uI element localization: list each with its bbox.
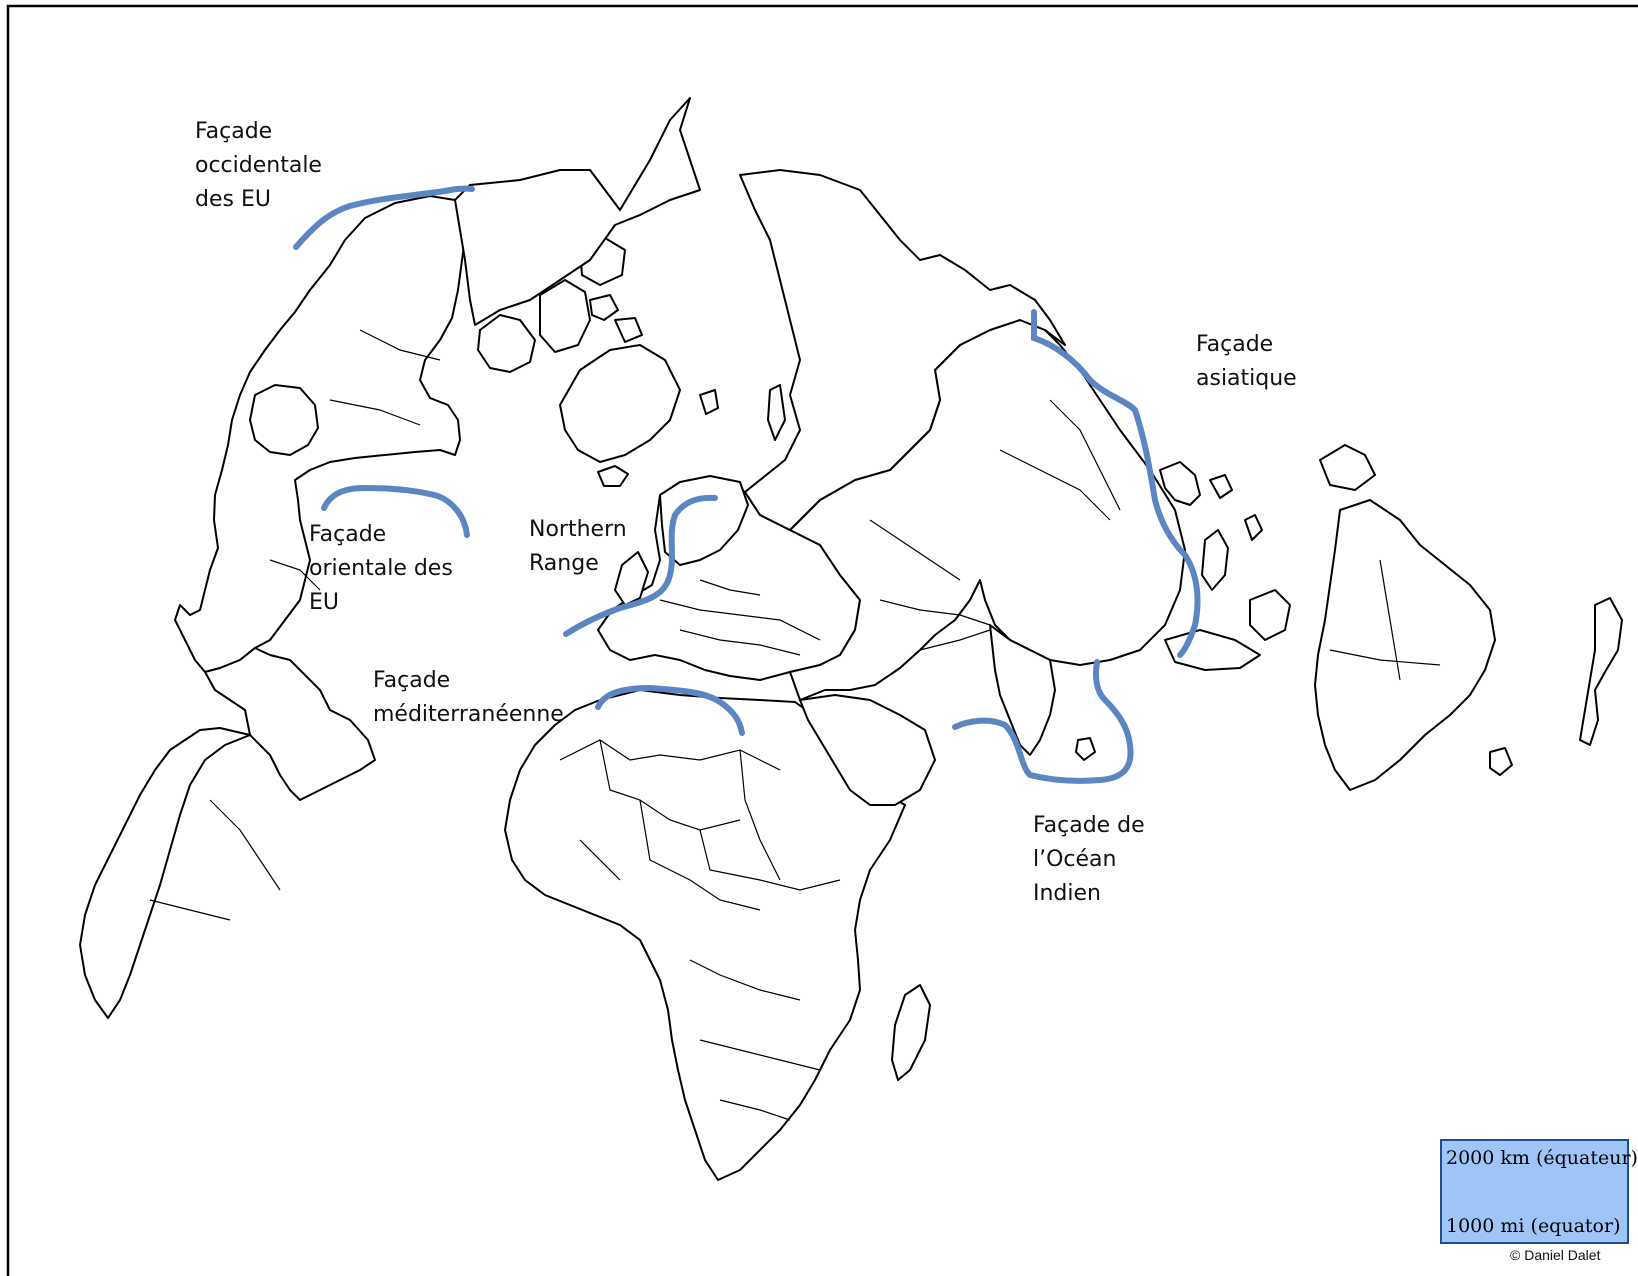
- facade-line-ocean-indien: [952, 659, 1134, 784]
- svalbard-landmass: [699, 389, 719, 415]
- great-britain-landmass: [614, 551, 649, 606]
- scandinavia-landmass: [659, 475, 749, 566]
- new-zealand-landmass: [1579, 597, 1623, 746]
- canadian-island-small: [614, 317, 643, 343]
- label-facade-mediterraneenne: Façade méditerranéenne: [373, 668, 564, 727]
- label-facade-occidentale-eu: Façade occidentale des EU: [195, 119, 322, 212]
- label-facade-asiatique: Façade asiatique: [1196, 332, 1297, 391]
- facade-line-asiatique: [1031, 309, 1201, 658]
- facade-line-mediterraneenne: [595, 684, 745, 736]
- facade-line-northern-range: [563, 494, 718, 637]
- copyright-credit: © Daniel Dalet: [1510, 1247, 1601, 1263]
- greenland-landmass: [559, 344, 681, 463]
- philippines-landmass: [1201, 529, 1229, 591]
- tasmania-landmass: [1489, 747, 1513, 776]
- taiwan-landmass: [1244, 514, 1263, 541]
- indian-subcontinent: [989, 624, 1056, 756]
- country-borders: [149, 329, 1441, 1121]
- canadian-island-small: [589, 294, 619, 321]
- south-america-landmass: [79, 727, 251, 1019]
- arctic-archipelago: [477, 314, 536, 373]
- label-facade-ocean-indien: Façade de l’Océan Indien: [1033, 813, 1145, 906]
- label-northern-range: Northern Range: [529, 517, 627, 576]
- label-facade-orientale-eu: Façade orientale des EU: [309, 522, 453, 615]
- borneo-landmass: [1249, 589, 1291, 641]
- australia-landmass: [1314, 499, 1496, 791]
- indonesia-landmass: [1164, 629, 1261, 671]
- novaya-zemlya: [767, 384, 786, 441]
- legend-mi-label: 1000 mi (equator): [1446, 1215, 1621, 1237]
- new-guinea-landmass: [1319, 444, 1376, 491]
- map-border: [6, 4, 1638, 1276]
- iceland-landmass: [597, 465, 629, 487]
- baffin-island: [539, 279, 591, 353]
- hudson-bay: [249, 384, 319, 456]
- arabian-peninsula: [799, 694, 936, 806]
- sri-lanka-landmass: [1075, 737, 1096, 761]
- japan-islands: [1209, 474, 1233, 499]
- facade-line-occidentale-eu: [293, 185, 475, 250]
- madagascar-landmass: [891, 984, 931, 1081]
- landmasses: [79, 97, 1623, 1181]
- central-america: [204, 647, 376, 801]
- facade-line-orientale-eu: [321, 484, 470, 538]
- legend-km-label: 2000 km (équateur): [1446, 1147, 1638, 1169]
- japan-landmass: [1159, 461, 1201, 506]
- scale-legend: 2000 km (équateur) 1000 mi (equator): [1440, 1139, 1638, 1244]
- alaska-landmass: [454, 97, 701, 326]
- facade-lines: [293, 185, 1201, 784]
- siberia-landmass: [739, 169, 1066, 531]
